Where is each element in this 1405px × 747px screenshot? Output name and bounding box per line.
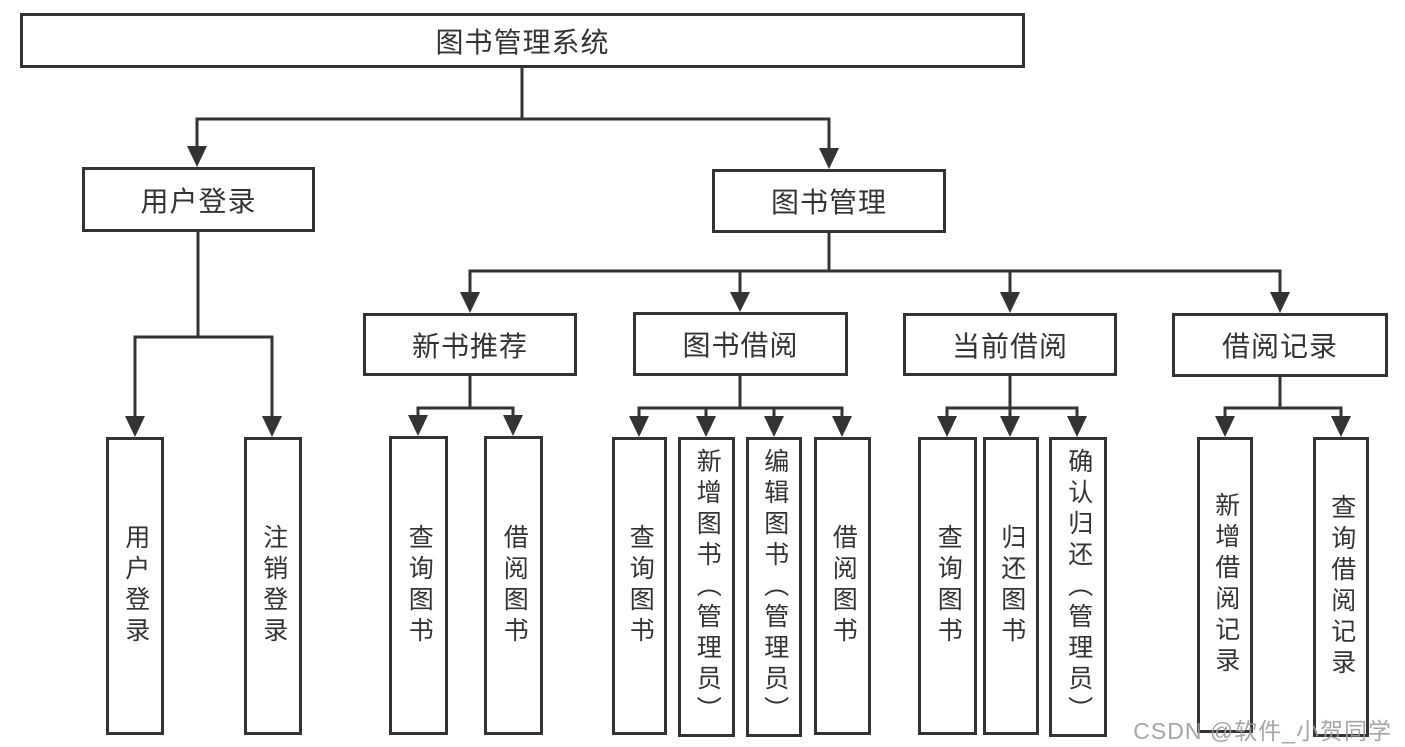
connector-root-to-level2: [187, 67, 839, 169]
node-current-borrow: 当前借阅: [903, 313, 1117, 376]
leaf-label: 新增图书（管理员）: [693, 447, 722, 727]
leaf-label: 借阅图书: [500, 523, 529, 648]
leaf-query-books: 查询图书: [389, 436, 448, 735]
leaf-borrow-books: 借阅图书: [484, 436, 543, 735]
connector-book-borrow-to-leaves: [629, 376, 852, 437]
leaf-label: 注销登录: [259, 524, 288, 648]
leaf-label: 查询图书: [626, 524, 655, 648]
node-new-book-recommend: 新书推荐: [363, 313, 577, 376]
connector-new-book-recommend-to-leaves: [408, 376, 523, 436]
leaf-add-books-admin: 新增图书（管理员）: [678, 437, 735, 737]
node-book-management: 图书管理: [712, 169, 946, 233]
csdn-watermark: CSDN @软件_小贺同学: [1133, 718, 1392, 744]
connector-borrow-record-to-leaves: [1215, 377, 1351, 437]
node-label: 当前借阅: [951, 330, 1068, 362]
leaf-edit-books-admin: 编辑图书（管理员）: [746, 437, 802, 737]
leaf-label: 归还图书: [997, 524, 1026, 648]
node-label: 图书管理系统: [435, 26, 610, 58]
leaf-label: 新增借阅记录: [1211, 492, 1240, 678]
node-user-login: 用户登录: [82, 167, 315, 232]
leaf-label: 确认归还（管理员）: [1064, 447, 1093, 727]
connector-book-management-to-level3: [460, 232, 1290, 313]
node-label: 图书借阅: [682, 330, 799, 361]
leaf-query-borrow-record: 查询借阅记录: [1313, 437, 1369, 737]
node-label: 用户登录: [140, 185, 257, 217]
connector-user-login-to-leaves: [125, 231, 282, 437]
node-borrow-record: 借阅记录: [1172, 313, 1388, 377]
connector-current-borrow-to-leaves: [937, 376, 1087, 437]
node-label: 借阅记录: [1221, 331, 1338, 362]
leaf-borrow-books: 借阅图书: [814, 437, 871, 735]
node-root-system: 图书管理系统: [20, 13, 1025, 68]
leaf-query-books: 查询图书: [918, 437, 977, 735]
node-label: 新书推荐: [411, 330, 528, 362]
leaf-label: 用户登录: [121, 524, 150, 648]
leaf-confirm-return-admin: 确认归还（管理员）: [1049, 437, 1107, 737]
leaf-label: 编辑图书（管理员）: [760, 447, 789, 727]
leaf-label: 查询图书: [405, 523, 434, 648]
leaf-return-books: 归还图书: [983, 437, 1039, 735]
leaf-logout: 注销登录: [244, 437, 302, 735]
leaf-user-login: 用户登录: [106, 437, 164, 735]
leaf-query-books: 查询图书: [612, 437, 667, 735]
leaf-label: 查询借阅记录: [1327, 494, 1356, 680]
node-book-borrow: 图书借阅: [633, 312, 848, 376]
leaf-label: 查询图书: [934, 524, 963, 648]
leaf-add-borrow-record: 新增借阅记录: [1197, 437, 1253, 733]
leaf-label: 借阅图书: [829, 524, 858, 648]
node-label: 图书管理: [770, 187, 887, 218]
